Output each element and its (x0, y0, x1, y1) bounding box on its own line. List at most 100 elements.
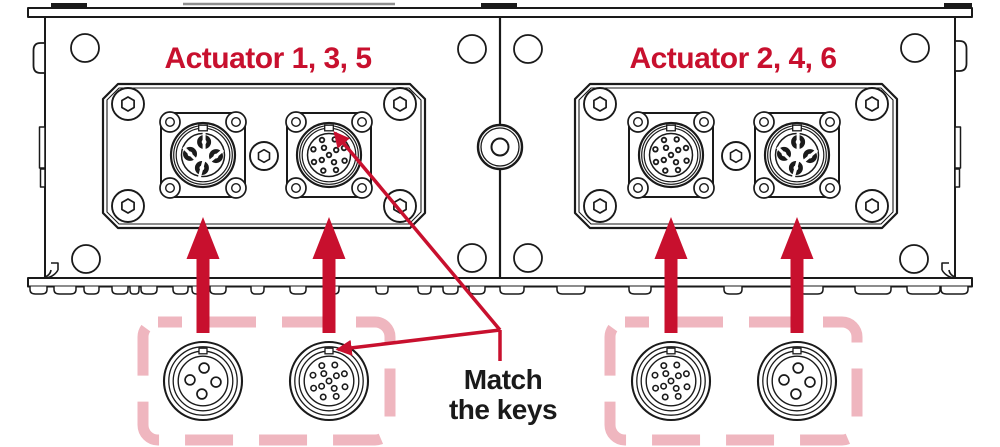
flange-screw (759, 182, 770, 193)
signal-pin (682, 144, 690, 152)
flange-screw (759, 116, 770, 127)
plate-hex-bolt-head (593, 198, 607, 214)
mounting-foot (442, 286, 459, 295)
power-socket (792, 362, 804, 374)
signal-socket (660, 382, 668, 390)
key-notch (792, 124, 802, 132)
cable-plug-left-signal (288, 340, 370, 422)
chassis-screw-hole (71, 244, 101, 274)
mounting-foot (854, 286, 892, 295)
signal-pin (325, 151, 333, 159)
mounting-foot (499, 286, 525, 295)
mounting-foot (83, 286, 100, 295)
match-the-keys-line2: the keys (448, 394, 558, 425)
chassis-screw-hole (70, 33, 100, 63)
signal-socket (661, 393, 669, 401)
mounting-foot (375, 286, 389, 295)
flange-screw (164, 116, 175, 127)
connector-plate-actuator-2-4-6 (573, 82, 899, 230)
signal-pin (662, 144, 670, 151)
panel-title-actuator-1-3-5: Actuator 1, 3, 5 (164, 42, 372, 75)
top-latch-tab (481, 3, 517, 8)
mounting-foot (468, 286, 486, 295)
cable-plug-right-power (756, 340, 838, 422)
power-socket (196, 388, 208, 400)
mounting-foot (172, 286, 189, 295)
plate-center-bolt-head (729, 148, 743, 164)
power-socket (210, 376, 222, 388)
cable-plug-highlight-box-left (137, 316, 396, 446)
power-pin (776, 146, 792, 162)
key-notch (792, 347, 802, 355)
key-notch (666, 124, 676, 132)
power-socket (790, 388, 802, 400)
flange-screw (291, 182, 302, 193)
signal-pin (672, 159, 680, 166)
signal-socket (332, 392, 340, 400)
left-side-tab (39, 168, 46, 188)
pointer-to-panel-key (333, 131, 502, 332)
panel-connector-left-power (159, 111, 247, 199)
top-latch-tab (944, 3, 972, 8)
key-notch (198, 124, 208, 132)
key-notch (666, 347, 676, 355)
mounting-foot (628, 286, 652, 295)
chassis-screw-hole (457, 243, 487, 273)
flange-screw (699, 116, 710, 127)
key-notch (198, 347, 208, 355)
flange-screw (357, 182, 368, 193)
plug-insertion-arrow (654, 217, 688, 333)
plate-hex-bolt-head (121, 96, 135, 112)
mounting-foot (129, 286, 140, 295)
signal-pin (320, 144, 328, 151)
pointer-to-plug-key (335, 328, 501, 356)
signal-pin (318, 136, 326, 144)
key-notch (324, 124, 334, 132)
signal-pin (332, 166, 340, 174)
plate-hex-bolt-head (865, 198, 879, 214)
flange-screw (633, 116, 644, 127)
panel-connector-right-power (753, 111, 841, 199)
signal-socket (682, 370, 690, 378)
flange-screw (825, 182, 836, 193)
left-side-tab (38, 126, 46, 169)
power-pin (801, 148, 819, 164)
mounting-foot (417, 286, 432, 295)
signal-pin (674, 166, 682, 174)
power-socket (184, 374, 196, 386)
signal-pin (652, 146, 659, 153)
chassis-screw-hole (457, 34, 487, 64)
signal-socket (341, 383, 349, 391)
plate-hex-bolt-head (865, 96, 879, 112)
flange-screw (230, 116, 241, 127)
signal-pin (320, 167, 327, 174)
signal-pin (330, 159, 338, 166)
chassis-screw-hole (900, 33, 930, 63)
signal-pin (333, 146, 340, 154)
flange-screw (699, 182, 710, 193)
right-side-tab (954, 168, 961, 188)
chassis-screw-hole (899, 244, 929, 274)
flange-screw (825, 116, 836, 127)
signal-socket (674, 372, 682, 380)
signal-socket (330, 384, 338, 392)
key-notch (324, 347, 334, 355)
signal-socket (309, 371, 317, 379)
plate-center-bolt-head (257, 148, 271, 164)
cable-plug-right-signal (630, 340, 712, 422)
top-flange (27, 7, 973, 18)
connector-plate-actuator-1-3-5 (101, 82, 427, 230)
mounting-foot (723, 286, 743, 295)
top-latch-tab (51, 3, 87, 8)
flange-screw (291, 116, 302, 127)
match-keys-pointers (333, 131, 502, 361)
plug-insertion-arrow (186, 217, 220, 333)
signal-socket (319, 393, 327, 401)
plate-hex-bolt-head (121, 198, 135, 214)
signal-socket (331, 361, 339, 369)
signal-pin (673, 136, 680, 143)
match-the-keys-line1: Match (463, 364, 543, 395)
signal-socket (683, 383, 691, 391)
left-side-bump (32, 42, 46, 74)
